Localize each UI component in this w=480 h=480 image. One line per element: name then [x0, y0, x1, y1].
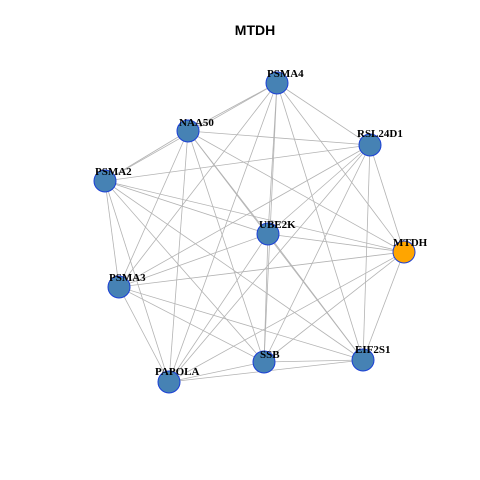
- node-ssb[interactable]: [252, 350, 276, 374]
- edge-ssb-eif2s1: [263, 359, 364, 363]
- edge-psma4-ssb: [263, 82, 278, 363]
- edge-rsl24d1-mtdh: [369, 144, 405, 253]
- node-label-ube2k: UBE2K: [259, 219, 296, 231]
- node-label-psma4: PSMA4: [267, 68, 304, 80]
- node-label-psma2: PSMA2: [95, 166, 132, 178]
- node-psma3[interactable]: [107, 275, 131, 299]
- edge-naa50-mtdh: [187, 130, 405, 253]
- edge-psma3-papola: [118, 286, 170, 383]
- node-label-mtdh: MTDH: [393, 237, 428, 249]
- edge-rsl24d1-psma2: [104, 144, 371, 182]
- node-rsl24d1[interactable]: [358, 133, 382, 157]
- edge-psma4-mtdh: [276, 82, 405, 253]
- edge-rsl24d1-papola: [168, 144, 371, 383]
- edge-rsl24d1-ssb: [263, 144, 371, 363]
- edge-mtdh-psma3: [118, 251, 405, 288]
- node-papola[interactable]: [157, 370, 181, 394]
- edge-psma2-papola: [104, 180, 170, 383]
- edge-psma4-psma3: [118, 82, 278, 288]
- edge-naa50-psma2: [104, 130, 189, 182]
- edge-psma2-psma3: [104, 180, 120, 288]
- edge-ube2k-eif2s1: [267, 233, 364, 361]
- edge-psma3-eif2s1: [118, 286, 364, 361]
- edge-ube2k-psma3: [118, 233, 269, 288]
- edge-psma4-eif2s1: [276, 82, 364, 361]
- node-psma4[interactable]: [265, 71, 289, 95]
- node-psma2[interactable]: [93, 169, 117, 193]
- node-label-ssb: SSB: [260, 349, 280, 361]
- edge-naa50-rsl24d1: [187, 130, 371, 146]
- node-ube2k[interactable]: [256, 222, 280, 246]
- edge-psma2-ube2k: [104, 180, 269, 235]
- edge-ube2k-ssb: [263, 233, 269, 363]
- edge-ube2k-papola: [168, 233, 269, 383]
- edge-naa50-papola: [168, 130, 189, 383]
- edges-layer: [104, 82, 405, 383]
- node-eif2s1[interactable]: [351, 348, 375, 372]
- edge-rsl24d1-psma3: [118, 144, 371, 288]
- edge-psma2-eif2s1: [104, 180, 364, 361]
- edge-mtdh-eif2s1: [362, 251, 405, 361]
- edge-rsl24d1-eif2s1: [362, 144, 371, 361]
- edge-psma3-ssb: [118, 286, 265, 363]
- edge-psma2-ssb: [104, 180, 265, 363]
- node-label-papola: PAPOLA: [155, 366, 199, 378]
- edge-ube2k-mtdh: [267, 233, 405, 253]
- edge-psma2-mtdh: [104, 180, 405, 253]
- node-label-naa50: NAA50: [179, 117, 214, 129]
- node-mtdh[interactable]: [392, 240, 416, 264]
- node-label-rsl24d1: RSL24D1: [357, 128, 403, 140]
- edge-mtdh-papola: [168, 251, 405, 383]
- edge-naa50-ssb: [187, 130, 265, 363]
- node-naa50[interactable]: [176, 119, 200, 143]
- nodes-layer: [93, 71, 416, 394]
- node-label-eif2s1: EIF2S1: [355, 344, 390, 356]
- diagram-title: MTDH: [235, 22, 275, 38]
- node-label-psma3: PSMA3: [109, 272, 146, 284]
- edge-rsl24d1-ube2k: [267, 144, 371, 235]
- edge-psma4-papola: [168, 82, 278, 383]
- edge-ssb-papola: [168, 361, 265, 383]
- edge-psma4-rsl24d1: [276, 82, 371, 146]
- edge-mtdh-ssb: [263, 251, 405, 363]
